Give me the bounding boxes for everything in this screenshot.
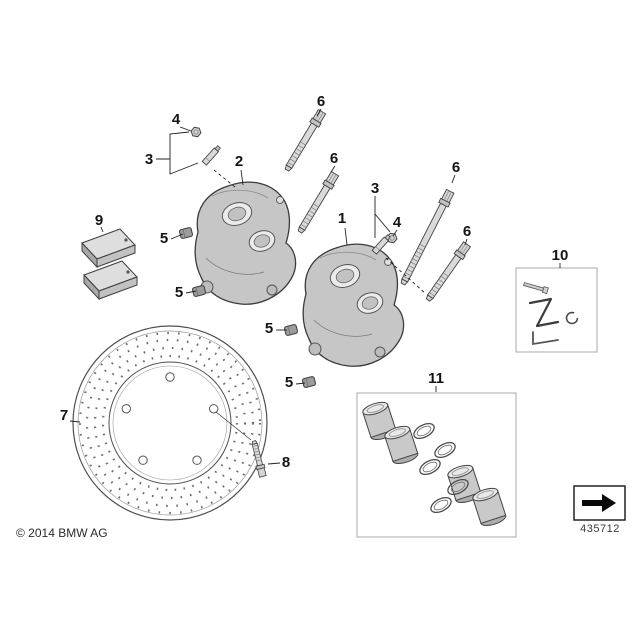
part-number: 435712: [580, 523, 620, 535]
callout-6-4: 6: [463, 223, 471, 240]
callout-3-left: 3: [145, 151, 153, 168]
callout-11: 11: [428, 370, 444, 387]
seal-ring-3: [416, 455, 444, 479]
callout-5-1: 5: [160, 230, 168, 247]
caliper-bolt-2: [295, 170, 340, 236]
callout-1: 1: [338, 210, 346, 227]
piston-seal-kit-box-11: [356, 392, 517, 538]
footnote-icon: [573, 485, 626, 521]
leader-lines: [69, 108, 561, 465]
callout-4-left: 4: [172, 111, 181, 128]
sensor-nut-left: [189, 126, 203, 138]
callout-5-3: 5: [265, 320, 273, 337]
brake-caliper-right: [302, 243, 405, 367]
callout-3-right: 3: [371, 180, 379, 197]
callout-4-right: 4: [393, 214, 402, 231]
seal-ring-5: [427, 493, 455, 517]
brake-disc: [72, 325, 268, 521]
seal-ring-2: [431, 438, 459, 462]
sensor-pin-left: [201, 144, 222, 166]
caliper-bolt-4: [423, 240, 472, 304]
callout-6-1: 6: [317, 93, 325, 110]
callout-7: 7: [60, 407, 68, 424]
callout-10: 10: [552, 247, 569, 264]
arrow-icon: [582, 494, 616, 512]
brake-pads: [81, 228, 138, 301]
repair-kit-box-10: [515, 267, 598, 353]
callout-6-2: 6: [330, 150, 338, 167]
sensor-assembly-left: [189, 126, 222, 166]
callout-5-2: 5: [175, 284, 183, 301]
callout-8: 8: [282, 454, 290, 471]
seal-ring-1: [410, 419, 438, 443]
callout-2: 2: [235, 153, 243, 170]
callout-9: 9: [95, 212, 103, 229]
brake-caliper-left: [194, 181, 297, 305]
plug-1: [178, 226, 194, 240]
caliper-bolt-1: [282, 108, 327, 174]
callout-6-3: 6: [452, 159, 460, 176]
sensor-assembly-right: [371, 232, 399, 255]
plug-4: [301, 375, 317, 389]
copyright-text: © 2014 BMW AG: [16, 526, 108, 540]
callout-5-4: 5: [285, 374, 293, 391]
